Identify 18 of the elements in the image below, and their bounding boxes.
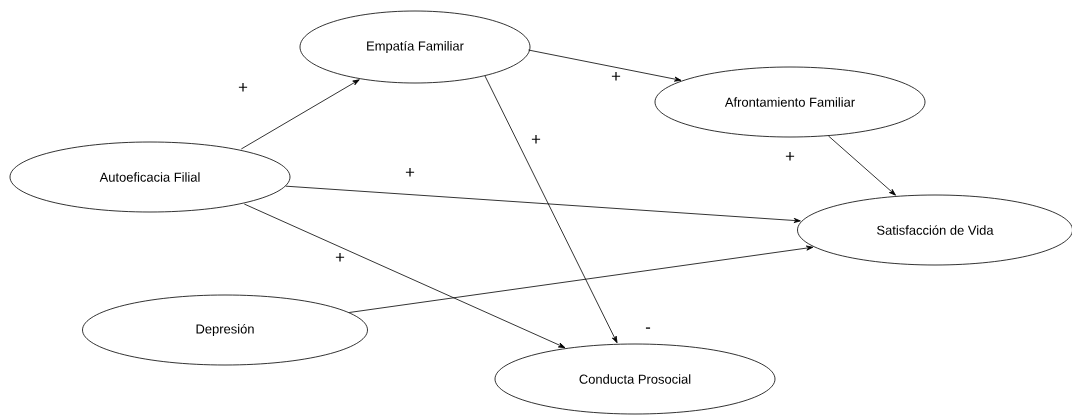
ellipse-node: Conducta Prosocial (494, 343, 776, 415)
arrow (828, 135, 896, 196)
edge-label: + (784, 151, 796, 163)
edge-label: + (404, 167, 416, 179)
edge-label: + (334, 252, 346, 264)
arrow (285, 185, 801, 223)
ellipse-node: Empatía Familiar (299, 10, 531, 84)
arrow (484, 75, 618, 344)
arrow (348, 245, 814, 313)
ellipse-node: Depresión (82, 294, 368, 366)
ellipse-node: Autoeficacia Filial (9, 141, 291, 213)
arrow (240, 79, 360, 150)
ellipse-node: Afrontamiento Familiar (654, 66, 926, 138)
arrow (243, 203, 566, 349)
edge-label: + (237, 82, 249, 94)
edge-label: + (530, 134, 542, 146)
edge-label: + (610, 71, 622, 83)
arrow (528, 49, 682, 82)
